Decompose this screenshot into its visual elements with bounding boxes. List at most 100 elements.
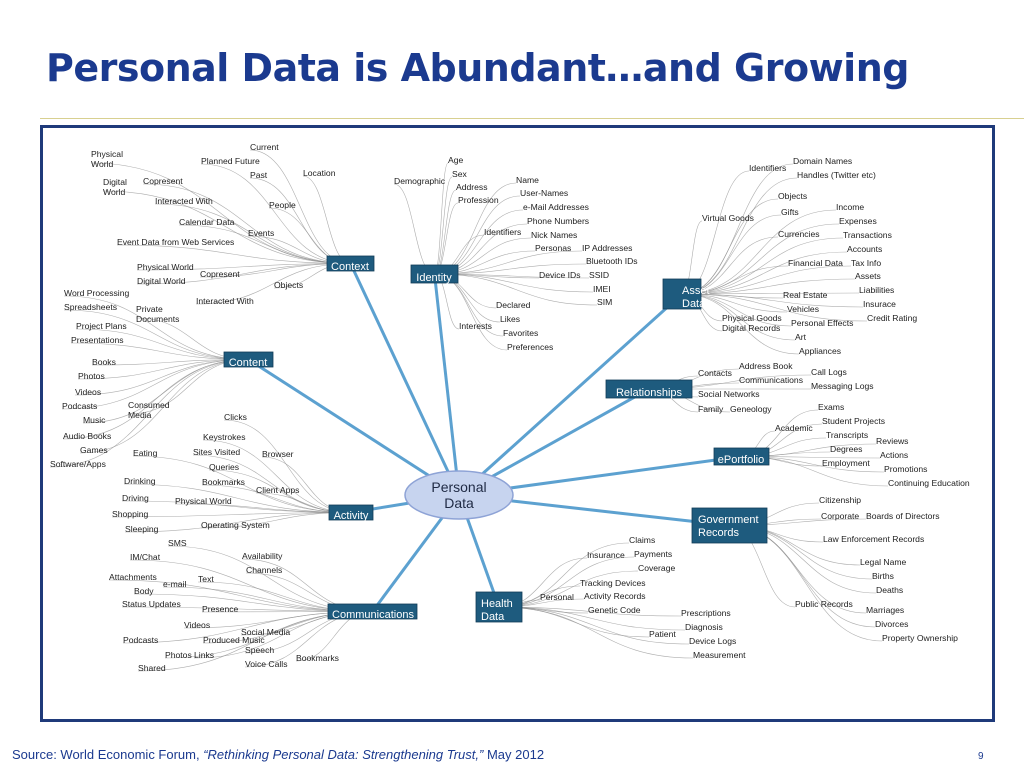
leaf-births: Births xyxy=(872,571,894,581)
leaf-tracking-devices: Tracking Devices xyxy=(580,578,646,588)
leaf-link xyxy=(63,309,249,360)
leaf-messaging-logs: Messaging Logs xyxy=(811,381,874,391)
leaf-nick-names: Nick Names xyxy=(531,230,577,240)
leaf-voice-calls: Voice Calls xyxy=(245,659,288,669)
leaf-availability: Availability xyxy=(242,551,283,561)
branch-box-identity xyxy=(410,264,459,284)
leaf-bookmarks: Bookmarks xyxy=(296,653,339,663)
leaf-sites-visited: Sites Visited xyxy=(193,447,240,457)
leaf-domain-names: Domain Names xyxy=(793,156,852,166)
branch-link-asset-data xyxy=(457,292,684,497)
leaf-photos: Photos xyxy=(165,650,192,660)
leaf-reviews: Reviews xyxy=(876,436,908,446)
leaf-channels: Channels xyxy=(246,565,282,575)
leaf-digital-records: Digital Records xyxy=(722,323,780,333)
leaf-accounts: Accounts xyxy=(847,244,882,254)
leaf-transactions: Transactions xyxy=(843,230,892,240)
leaf-link xyxy=(498,606,690,645)
leaf-link xyxy=(75,328,249,360)
leaf-promotions: Promotions xyxy=(884,464,927,474)
leaf-interacted-with: Interacted With xyxy=(155,196,213,206)
leaf-communications: Communications xyxy=(739,375,803,385)
leaf-citizenship: Citizenship xyxy=(819,495,861,505)
leaf-liabilities: Liabilities xyxy=(859,285,894,295)
leaf-link xyxy=(136,263,351,285)
leaf-location: Location xyxy=(303,168,336,178)
leaf-link xyxy=(116,244,351,264)
leaf-podcasts: Podcasts xyxy=(123,635,158,645)
leaf-im-chat: IM/Chat xyxy=(130,552,161,562)
branch-label-context: Context xyxy=(331,261,369,273)
leaf-presentations: Presentations xyxy=(71,335,124,345)
leaf-link xyxy=(70,342,249,360)
leaf-claims: Claims xyxy=(629,535,655,545)
leaf-attachments: Attachments xyxy=(109,572,157,582)
leaf-vehicles: Vehicles xyxy=(787,304,819,314)
leaf-speech: Speech xyxy=(245,645,274,655)
leaf-expenses: Expenses xyxy=(839,216,877,226)
leaf-link xyxy=(681,170,750,295)
leaf-prescriptions: Prescriptions xyxy=(681,608,731,618)
leaf-transcripts: Transcripts xyxy=(826,430,868,440)
branch-link-content xyxy=(247,358,460,497)
leaf-assets: Assets xyxy=(855,271,881,281)
leaf-link xyxy=(434,273,594,293)
leaf-degrees: Degrees xyxy=(830,444,862,454)
leaf-shopping: Shopping xyxy=(112,509,149,519)
leaf-interests: Interests xyxy=(459,321,492,331)
leaf-link xyxy=(498,606,682,617)
leaf-link xyxy=(681,209,837,295)
leaf-real-estate: Real Estate xyxy=(783,290,828,300)
leaf-link xyxy=(681,237,844,295)
leaf-personas: Personas xyxy=(535,243,571,253)
leaf-law-enforcement-records: Law Enforcement Records xyxy=(823,534,924,544)
leaf-current: Current xyxy=(250,142,279,152)
leaf-link xyxy=(434,273,598,306)
leaf-user-names: User-Names xyxy=(520,188,568,198)
leaf-measurement: Measurement xyxy=(693,650,746,660)
branch-label-eportfolio: ePortfolio xyxy=(718,454,764,466)
leaf-link xyxy=(202,439,352,513)
leaf-eating: Eating xyxy=(133,448,158,458)
leaf-preferences: Preferences xyxy=(507,342,553,352)
leaf-ssid: SSID xyxy=(589,270,609,280)
leaf-queries: Queries xyxy=(209,462,239,472)
leaf-favorites: Favorites xyxy=(503,328,538,338)
leaf-credit-rating: Credit Rating xyxy=(867,313,917,323)
leaf-driving: Driving xyxy=(122,493,149,503)
leaf-operating-system: Operating System xyxy=(201,520,270,530)
leaf-payments: Payments xyxy=(634,549,672,559)
leaf-employment: Employment xyxy=(822,458,870,468)
branch-label-communications: Communications xyxy=(332,609,414,621)
leaf-keystrokes: Keystrokes xyxy=(203,432,246,442)
leaf-demographic: Demographic xyxy=(394,176,446,186)
leaf-virtual-goods: Virtual Goods xyxy=(702,213,754,223)
leaf-browser: Browser xyxy=(262,449,294,459)
leaf-link xyxy=(178,224,351,264)
leaf-art: Art xyxy=(795,332,807,342)
leaf-property-ownership: Property Ownership xyxy=(882,633,958,643)
leaf-link xyxy=(136,263,351,271)
leaf-link xyxy=(681,265,852,295)
leaf-videos: Videos xyxy=(184,620,210,630)
branch-box-communications xyxy=(327,603,418,620)
leaf-shared: Shared xyxy=(138,663,166,673)
leaf-bluetooth-ids: Bluetooth IDs xyxy=(586,256,638,266)
leaf-income: Income xyxy=(836,202,864,212)
leaf-past: Past xyxy=(250,170,268,180)
source-citation: Source: World Economic Forum, “Rethinkin… xyxy=(12,747,544,762)
leaf-link xyxy=(249,177,351,264)
leaf-link xyxy=(681,278,856,295)
leaf-link xyxy=(49,359,249,468)
leaf-link xyxy=(108,579,373,612)
leaf-diagnosis: Diagnosis xyxy=(685,622,723,632)
leaf-link xyxy=(681,293,868,322)
leaf-contacts: Contacts xyxy=(698,368,732,378)
leaf-sim: SIM xyxy=(597,297,612,307)
leaf-link xyxy=(195,263,351,305)
leaf-link xyxy=(154,203,351,264)
